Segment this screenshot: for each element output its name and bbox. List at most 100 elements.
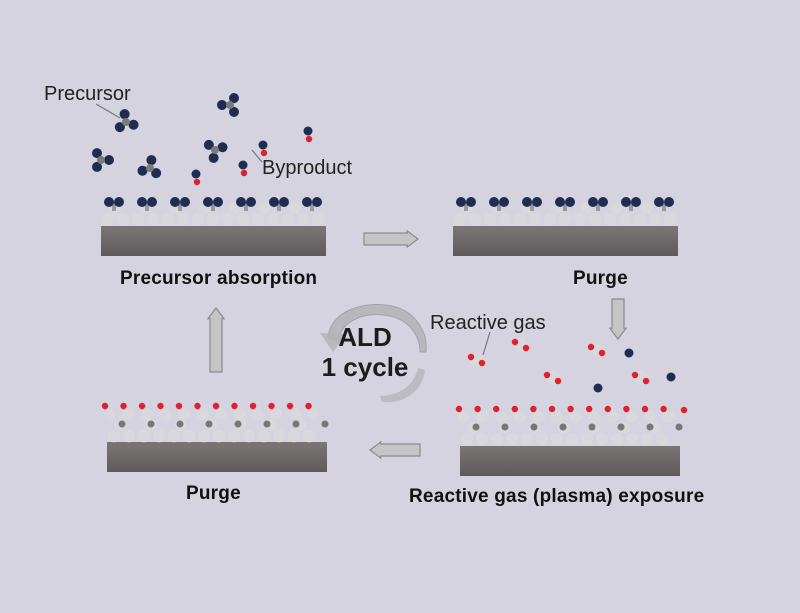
precursor-atom (137, 197, 147, 207)
reactive-atom (194, 402, 201, 410)
surface-atom (573, 212, 587, 226)
substrate (107, 442, 327, 472)
reactive-atom (212, 402, 220, 410)
surface-atom (460, 432, 474, 446)
stage-label-precursor-absorption: Precursor absorption (120, 268, 318, 289)
surface-group (270, 408, 283, 420)
precursor-atom (664, 197, 674, 207)
cycle-arrow-head (320, 333, 346, 352)
byproduct-dark-atom (303, 126, 313, 136)
reactive-atom (175, 402, 183, 410)
surface-group (625, 411, 638, 423)
surface-atom (535, 432, 549, 446)
surface-atom (167, 429, 181, 443)
precursor-atom (654, 197, 664, 207)
surface-atom (257, 429, 271, 443)
surface-atom (475, 432, 489, 446)
precursor-atom (598, 197, 608, 207)
precursor-atom (246, 197, 256, 207)
surface-atom (221, 212, 235, 226)
surface-atom (131, 212, 145, 226)
surface-group (476, 411, 489, 423)
cycle-arrow-bottom (380, 368, 425, 403)
bond-stem (530, 202, 534, 211)
process-arrow-right (363, 229, 419, 249)
byproduct-dark-atom (624, 348, 634, 358)
precursor-atom (203, 139, 214, 150)
surface-atom (633, 212, 647, 226)
precursor-atom (104, 197, 114, 207)
reactive-atom (623, 405, 630, 413)
byproduct-dark-atom (238, 160, 248, 170)
byproduct-dark-atom (191, 169, 201, 179)
metal-core (226, 101, 234, 109)
surface-group (289, 408, 301, 420)
precursor-atom (92, 148, 102, 159)
reactive-atom (305, 402, 312, 410)
surface-atom (498, 212, 512, 226)
surface-atom (453, 212, 467, 226)
byproduct-dark-atom (666, 372, 676, 382)
arrow-shape (369, 440, 421, 460)
arrow-shape (363, 229, 419, 249)
surface-group (233, 408, 246, 420)
reactive-atom (231, 402, 238, 410)
surface-group (104, 408, 116, 420)
cycle-title-line2: 1 cycle (321, 352, 409, 382)
reactive-gas-leader-line (482, 331, 491, 356)
surface-group (196, 408, 209, 420)
surface-atom (176, 212, 190, 226)
surface-atom (483, 212, 497, 226)
bond-stem (244, 202, 248, 211)
arrow-shape (206, 307, 226, 373)
reactive-atom (586, 405, 593, 413)
metal-core (147, 420, 155, 428)
surface-atom (287, 429, 301, 443)
precursor-atom (180, 197, 190, 207)
reactive-atom (548, 405, 556, 413)
precursor-atom (216, 100, 227, 111)
bond-stem (464, 202, 468, 211)
surface-group (588, 411, 601, 423)
reactive-gas-label: Reactive gas (430, 312, 546, 334)
bond-stem (112, 202, 116, 211)
reactive-atom (467, 353, 475, 361)
bond-stem (662, 202, 666, 211)
reactive-atom (660, 405, 667, 413)
surface-atom (558, 212, 572, 226)
surface-atom (618, 212, 632, 226)
byproduct-leader-line (251, 149, 263, 163)
metal-core (263, 420, 271, 428)
precursor-atom (208, 152, 219, 163)
surface-atom (641, 202, 653, 214)
reactive-atom (474, 405, 481, 413)
reactive-atom (101, 402, 109, 410)
surface-atom (296, 212, 310, 226)
bond-stem (178, 202, 182, 211)
precursor-atom (104, 155, 114, 165)
precursor-leader-line (95, 103, 121, 119)
precursor-molecule (203, 139, 228, 163)
metal-core (559, 423, 567, 431)
surface-group (159, 408, 172, 420)
precursor-atom (213, 197, 223, 207)
precursor-atom (279, 197, 289, 207)
surface-group (569, 411, 582, 423)
surface-atom (648, 212, 662, 226)
reactive-atom (268, 402, 275, 410)
precursor-atom (217, 142, 228, 153)
reactive-atom (478, 359, 486, 367)
surface-group (513, 411, 526, 423)
bond-stem (563, 202, 567, 211)
precursor-atom (236, 197, 246, 207)
metal-core (588, 423, 596, 431)
reactive-atom (249, 402, 257, 410)
surface-atom (565, 432, 579, 446)
precursor-atom (588, 197, 598, 207)
precursor-atom (229, 93, 240, 104)
metal-core (211, 146, 219, 154)
byproduct-dark-atom (258, 140, 268, 150)
metal-core (292, 420, 300, 428)
reactive-atom (567, 405, 574, 413)
process-arrow-left (369, 440, 421, 460)
